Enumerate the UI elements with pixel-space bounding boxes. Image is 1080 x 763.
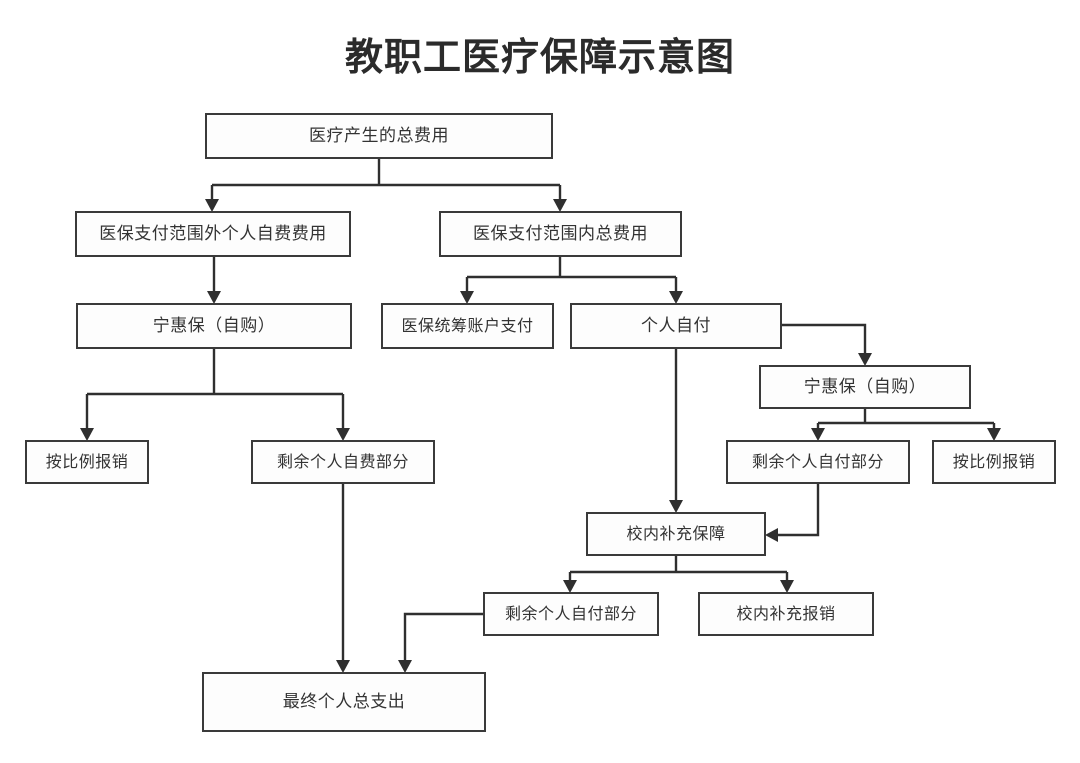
edge-inside-scope-split <box>460 257 683 304</box>
node-label: 医保统筹账户支付 <box>401 316 534 335</box>
node-label: 校内补充报销 <box>736 604 836 623</box>
edge-remaining-self-pay-2-to-final <box>398 612 483 673</box>
node-remaining-self-pay-primary[interactable]: 剩余个人自付部分 <box>726 440 910 484</box>
edge-self-pay-to-ninghuibao-right <box>782 323 872 366</box>
node-final-total-expense[interactable]: 最终个人总支出 <box>202 672 486 732</box>
node-label: 最终个人总支出 <box>282 691 406 712</box>
node-campus-reimbursement[interactable]: 校内补充报销 <box>698 592 874 636</box>
node-label: 按比例报销 <box>45 452 129 471</box>
edge-remaining-self-funded-to-final <box>336 484 350 673</box>
edge-campus-supplement-split <box>563 556 794 593</box>
edge-ninghuibao-left-split <box>80 349 350 441</box>
node-proportional-reimbursement-right[interactable]: 按比例报销 <box>932 440 1056 484</box>
edge-outside-scope-to-ninghuibao <box>207 257 221 304</box>
edge-ninghuibao-right-split <box>811 409 1001 441</box>
node-label: 宁惠保（自购） <box>152 315 276 336</box>
page-title: 教职工医疗保障示意图 <box>344 35 735 79</box>
node-label: 医疗产生的总费用 <box>309 125 449 146</box>
node-remaining-self-funded[interactable]: 剩余个人自费部分 <box>251 440 435 484</box>
node-pool-account-pay[interactable]: 医保统筹账户支付 <box>381 303 554 349</box>
node-remaining-self-pay-secondary[interactable]: 剩余个人自付部分 <box>483 592 659 636</box>
node-label: 个人自付 <box>641 315 711 336</box>
node-campus-supplement[interactable]: 校内补充保障 <box>586 512 766 556</box>
node-inside-scope[interactable]: 医保支付范围内总费用 <box>439 211 682 257</box>
node-label: 剩余个人自付部分 <box>504 604 637 623</box>
node-proportional-reimbursement-left[interactable]: 按比例报销 <box>25 440 149 484</box>
node-label: 宁惠保（自购） <box>803 376 927 397</box>
edge-remaining-self-pay-to-campus-supplement <box>765 484 820 542</box>
node-label: 剩余个人自费部分 <box>276 452 409 471</box>
node-ninghuibao-right[interactable]: 宁惠保（自购） <box>759 365 971 409</box>
node-label: 剩余个人自付部分 <box>751 452 884 471</box>
node-label: 校内补充保障 <box>626 524 726 543</box>
node-label: 医保支付范围内总费用 <box>473 223 648 244</box>
edge-self-pay-to-campus-supplement <box>669 349 683 513</box>
node-outside-scope[interactable]: 医保支付范围外个人自费费用 <box>75 211 351 257</box>
node-label: 医保支付范围外个人自费费用 <box>99 223 327 244</box>
edge-total-cost-split <box>205 159 567 212</box>
node-total-cost[interactable]: 医疗产生的总费用 <box>205 113 553 159</box>
node-ninghuibao-left[interactable]: 宁惠保（自购） <box>76 303 352 349</box>
node-label: 按比例报销 <box>952 452 1036 471</box>
node-self-pay[interactable]: 个人自付 <box>570 303 782 349</box>
